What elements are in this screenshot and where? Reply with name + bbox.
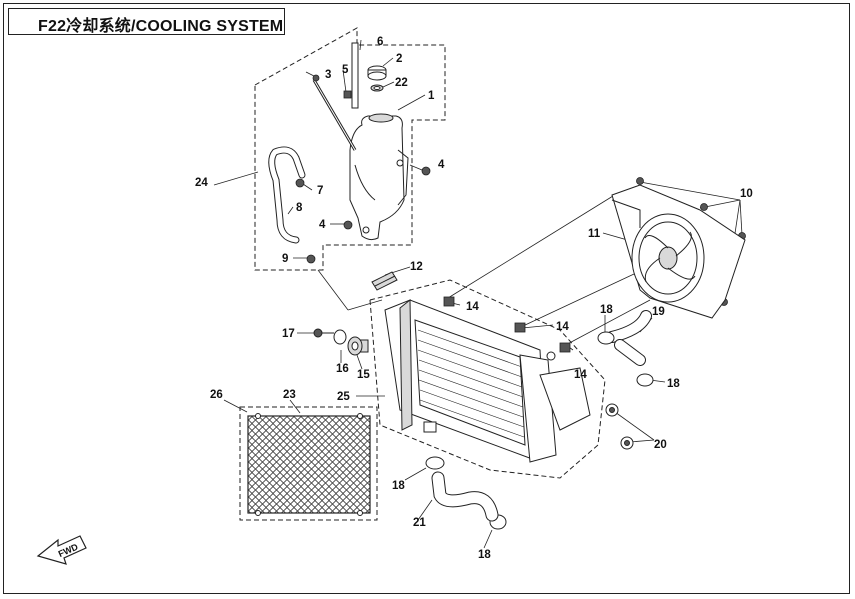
callout-1: 1	[428, 90, 435, 102]
leader-lines	[213, 39, 743, 549]
callout-24: 24	[195, 177, 208, 189]
callout-18d: 18	[478, 549, 491, 561]
breather-strip	[351, 42, 359, 109]
callout-2: 2	[396, 53, 402, 65]
group-24-outline	[254, 27, 446, 271]
title-box	[8, 8, 285, 35]
radiator-grille	[247, 413, 371, 516]
drawing-frame	[3, 3, 850, 594]
callout-5: 5	[342, 64, 349, 76]
group-25-outline	[369, 279, 606, 479]
callout-14c: 14	[574, 369, 587, 381]
callout-19: 19	[652, 306, 665, 318]
callout-20: 20	[654, 439, 667, 451]
callout-7: 7	[317, 185, 323, 197]
callout-6: 6	[377, 36, 383, 48]
forward-direction-arrow: FWD	[36, 535, 87, 565]
callout-3: 3	[325, 69, 331, 81]
washers	[605, 403, 634, 450]
callout-16: 16	[336, 363, 349, 375]
callout-4b: 4	[319, 219, 326, 231]
callout-22: 22	[395, 77, 408, 89]
callout-12: 12	[410, 261, 423, 273]
reservoir-cap	[367, 65, 387, 92]
callout-25: 25	[337, 391, 350, 403]
callout-9: 9	[282, 253, 288, 265]
page-title: F22冷却系统/COOLING SYSTEM	[38, 18, 284, 35]
callout-18b: 18	[667, 378, 680, 390]
callout-14a: 14	[466, 301, 479, 313]
callout-14b: 14	[556, 321, 569, 333]
group-26-outline	[239, 406, 378, 521]
callout-17: 17	[282, 328, 295, 340]
callout-10: 10	[740, 188, 753, 200]
callout-15: 15	[357, 369, 370, 381]
callout-18c: 18	[392, 480, 405, 492]
callout-4a: 4	[438, 159, 445, 171]
callout-23: 23	[283, 389, 296, 401]
callout-18a: 18	[600, 304, 613, 316]
callout-8: 8	[296, 202, 303, 214]
callout-labels: 1 2 3 4 4 5 6 7 8 9 10 11 12 14 14 14 15…	[195, 36, 753, 561]
reservoir-bottle	[349, 113, 409, 241]
callout-11: 11	[588, 228, 601, 240]
callout-21: 21	[413, 517, 426, 529]
mount-cushions	[313, 328, 363, 356]
cooling-fan	[611, 184, 746, 319]
radiator	[359, 298, 591, 463]
group-outlines	[239, 27, 606, 521]
callout-26: 26	[210, 389, 223, 401]
cover-bracket	[371, 271, 398, 291]
